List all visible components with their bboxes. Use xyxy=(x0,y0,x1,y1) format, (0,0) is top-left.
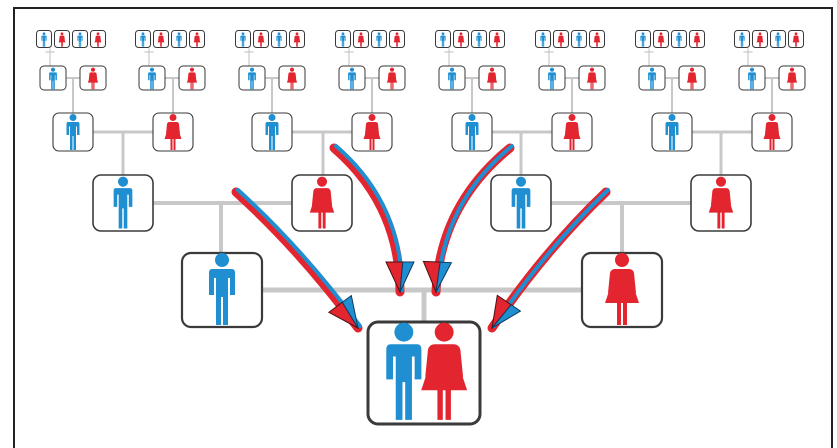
ancestor-male-box xyxy=(635,30,651,48)
ancestor-female-box xyxy=(788,30,804,48)
grandfather-box xyxy=(92,174,154,232)
arrow-head-blue xyxy=(435,261,453,293)
ancestor-female-box xyxy=(253,30,269,48)
arrow-from-center-left-grandparents xyxy=(329,143,415,297)
person-box-border xyxy=(366,320,482,426)
grandmother-box xyxy=(291,174,353,232)
ancestor-female-box xyxy=(778,65,806,91)
ancestor-female-box xyxy=(589,30,605,48)
great-grandfather-box xyxy=(251,112,293,152)
ancestor-male-box xyxy=(238,65,266,91)
diagram-frame xyxy=(13,7,833,448)
ancestor-female-box xyxy=(54,30,70,48)
arrow-head-blue xyxy=(341,294,359,329)
ancestor-male-box xyxy=(770,30,786,48)
ancestor-male-box xyxy=(36,30,52,48)
ancestor-female-box xyxy=(378,65,406,91)
ancestor-female-box xyxy=(653,30,669,48)
great-grandfather-box xyxy=(651,112,693,152)
great-grandmother-box xyxy=(551,112,593,152)
ancestor-female-box xyxy=(178,65,206,91)
ancestor-female-box xyxy=(289,30,305,48)
ancestor-male-box xyxy=(734,30,750,48)
great-grandmother-box xyxy=(152,112,194,152)
ancestor-male-box xyxy=(671,30,687,48)
ancestor-female-box xyxy=(553,30,569,48)
ancestor-male-box xyxy=(371,30,387,48)
grandmother-box xyxy=(690,174,752,232)
ancestor-male-box xyxy=(738,65,766,91)
ancestor-male-box xyxy=(135,30,151,48)
ancestor-male-box xyxy=(39,65,67,91)
ancestor-female-box xyxy=(189,30,205,48)
ancestor-male-box xyxy=(338,65,366,91)
ancestor-male-box xyxy=(335,30,351,48)
grandfather-box xyxy=(490,174,552,232)
ancestor-male-box xyxy=(271,30,287,48)
great-grandmother-box xyxy=(351,112,393,152)
ancestor-male-box xyxy=(538,65,566,91)
arrow-from-left-grandparents xyxy=(231,187,363,333)
ancestor-male-box xyxy=(535,30,551,48)
ancestor-female-box xyxy=(478,65,506,91)
ancestor-male-box xyxy=(438,65,466,91)
ancestor-male-box xyxy=(171,30,187,48)
ancestor-female-box xyxy=(689,30,705,48)
ancestor-female-box xyxy=(578,65,606,91)
ancestor-male-box xyxy=(72,30,88,48)
mother-box xyxy=(580,251,664,329)
ancestor-female-box xyxy=(153,30,169,48)
root-couple-box xyxy=(366,320,482,426)
arrow-from-center-right-grandparents xyxy=(422,143,515,297)
ancestor-female-box xyxy=(353,30,369,48)
ancestor-male-box xyxy=(138,65,166,91)
ancestor-female-box xyxy=(389,30,405,48)
ancestor-female-box xyxy=(678,65,706,91)
father-box xyxy=(180,251,264,329)
ancestor-male-box xyxy=(471,30,487,48)
ancestor-female-box xyxy=(489,30,505,48)
ancestor-male-box xyxy=(435,30,451,48)
ancestor-male-box xyxy=(235,30,251,48)
great-grandfather-box xyxy=(451,112,493,152)
ancestor-female-box xyxy=(278,65,306,91)
ancestor-female-box xyxy=(79,65,107,91)
great-grandfather-box xyxy=(52,112,94,152)
arrow-from-right-grandparents xyxy=(487,187,611,333)
arrow-head-blue xyxy=(399,261,415,293)
ancestor-male-box xyxy=(638,65,666,91)
ancestor-female-box xyxy=(453,30,469,48)
ancestor-female-box xyxy=(752,30,768,48)
ancestor-female-box xyxy=(90,30,106,48)
great-grandmother-box xyxy=(751,112,793,152)
arrow-head-blue xyxy=(491,304,522,329)
ancestor-male-box xyxy=(571,30,587,48)
